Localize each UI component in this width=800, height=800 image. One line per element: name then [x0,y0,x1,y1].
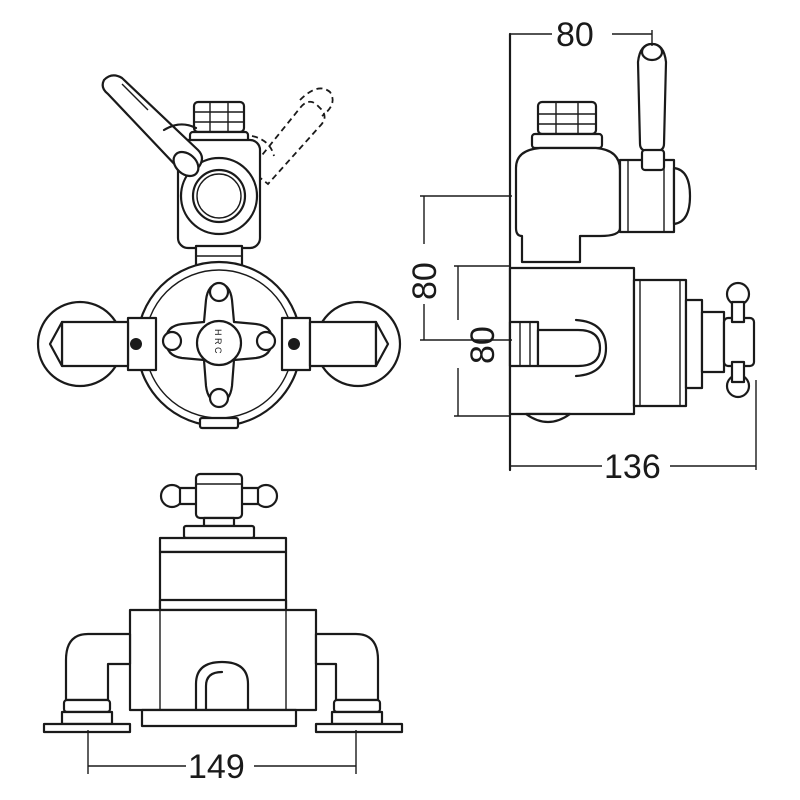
side-thermostat [508,266,756,424]
side-diverter [514,100,692,264]
bottom-left-leg [42,632,132,734]
dim-label-80-top: 80 [556,16,594,54]
side-lever [636,42,668,172]
dim-label-136: 136 [604,448,661,486]
front-lever-dashed [248,87,334,186]
bottom-right-leg [314,632,404,734]
front-thermostat-body: H R C [36,260,402,430]
bottom-cross-handle [159,472,279,540]
bottom-body [128,536,318,728]
front-cross-handle: H R C [161,281,277,409]
front-right-dot [288,338,300,350]
dim-label-149: 149 [188,748,245,786]
front-view: H R C [36,74,402,430]
front-diverter-body [176,138,262,250]
front-left-dot [130,338,142,350]
dim-side-height-lower: 80 [454,265,510,417]
front-lever-handle [101,74,204,178]
dim-side-total-depth: 136 [510,380,757,486]
dim-bottom-centres: 149 [87,730,357,786]
front-top-nut [188,100,250,146]
cross-handle-letters: H R C [213,329,223,354]
dim-label-80-upper: 80 [406,262,444,300]
dim-label-80-lower: 80 [464,326,502,364]
dim-side-height-upper: 80 [406,195,512,341]
bottom-view: 149 [42,472,404,786]
dim-side-width-top: 80 [510,16,653,54]
side-view: 80 80 80 136 [406,16,757,486]
